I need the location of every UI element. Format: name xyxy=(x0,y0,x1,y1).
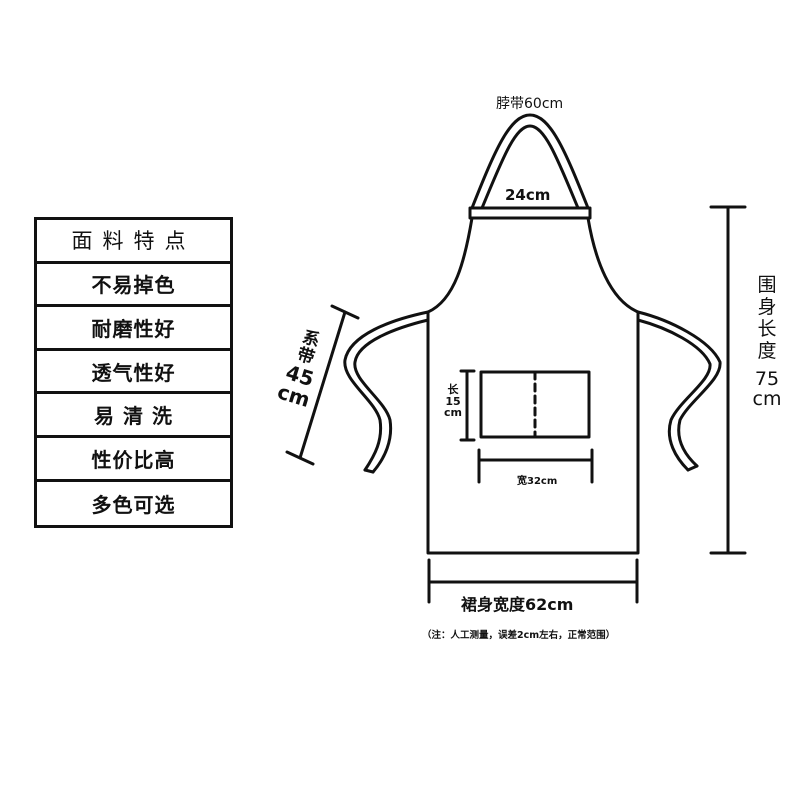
feature-item: 易 清 洗 xyxy=(37,394,230,438)
feature-item: 性价比高 xyxy=(37,438,230,482)
neck-strap-label: 脖带60cm xyxy=(496,96,564,112)
pocket-length-label: 长 15 cm xyxy=(444,383,462,420)
feature-item: 耐磨性好 xyxy=(37,307,230,351)
left-tie-icon xyxy=(343,310,430,474)
body-width-label: 裙身宽度62cm xyxy=(461,595,574,614)
neck-strap-icon xyxy=(470,113,590,210)
top-width-label: 24cm xyxy=(505,186,551,204)
feature-item: 透气性好 xyxy=(37,351,230,395)
body-length-label: 围身长度 75 cm xyxy=(752,274,782,411)
top-band xyxy=(468,206,592,220)
feature-item: 不易掉色 xyxy=(37,264,230,308)
apron-body-outline xyxy=(426,216,640,555)
fabric-features-table: 面料特点 不易掉色 耐磨性好 透气性好 易 清 洗 性价比高 多色可选 xyxy=(34,217,233,529)
features-header: 面料特点 xyxy=(37,220,230,264)
feature-item: 多色可选 xyxy=(91,492,176,517)
measurement-note: （注：人工测量，误差2cm左右，正常范围） xyxy=(422,630,616,641)
right-tie-icon xyxy=(636,310,722,472)
pocket-width-label: 宽32cm xyxy=(517,476,558,487)
